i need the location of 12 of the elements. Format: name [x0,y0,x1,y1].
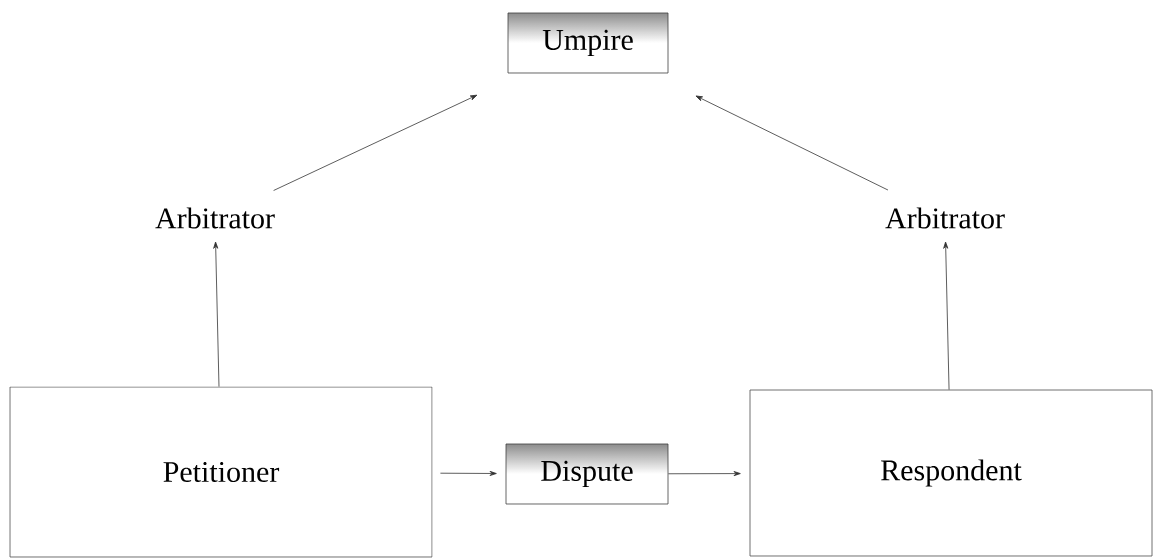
arrow [668,471,741,477]
arrow [695,95,889,191]
dispute-box: Dispute [505,443,669,505]
arrow [273,94,478,191]
party-box: Petitioner [9,386,433,558]
party-box: Respondent [749,389,1153,557]
role-label: Arbitrator [155,207,275,229]
arrow [943,241,950,390]
arrow [213,241,220,387]
arrow [440,470,497,476]
umpire-box: Umpire [507,12,669,74]
role-label: Arbitrator [885,207,1005,229]
